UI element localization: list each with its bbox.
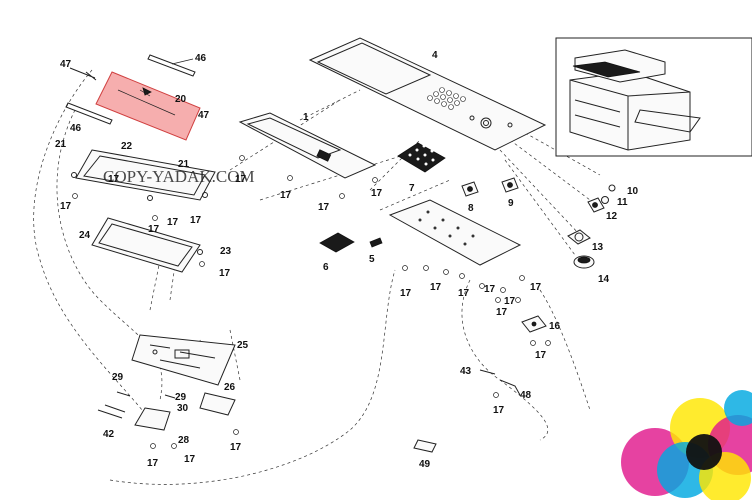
callout-8: 8 (468, 203, 474, 214)
part-25-circuit-board (131, 334, 236, 386)
callout-17: 17 (430, 282, 442, 293)
part-13-speaker-bracket (567, 229, 591, 245)
callout-29-top: 29 (112, 372, 124, 383)
assembly-guide-lines (33, 69, 601, 485)
callout-7: 7 (409, 183, 415, 194)
callout-16: 16 (549, 321, 561, 332)
callout-labels: 1 4 5 6 7 8 9 10 11 12 13 14 16 20 21 21… (55, 50, 639, 470)
callout-29-right: 29 (175, 392, 187, 403)
part-9-button (501, 177, 519, 193)
part-14-speaker (573, 255, 595, 269)
callout-47-top: 47 (60, 59, 72, 70)
part-42-strip (97, 404, 126, 419)
callout-17: 17 (535, 350, 547, 361)
callout-26: 26 (224, 382, 236, 393)
callout-46-bottom: 46 (70, 123, 82, 134)
part-43-clip (479, 369, 496, 375)
part-16-bracket (521, 315, 547, 333)
callout-17: 17 (530, 282, 542, 293)
callout-23: 23 (220, 246, 232, 257)
part-26-bracket (199, 392, 236, 416)
callout-17: 17 (60, 201, 72, 212)
callout-17: 17 (400, 288, 412, 299)
part-1-display-panel (238, 112, 377, 179)
callout-42: 42 (103, 429, 115, 440)
part-47-strip (69, 67, 97, 81)
part-46-strip-bottom (65, 102, 113, 125)
callout-47-right: 47 (198, 110, 210, 121)
callout-17: 17 (167, 217, 179, 228)
callout-17: 17 (147, 458, 159, 469)
callout-12: 12 (606, 211, 618, 222)
callout-9: 9 (508, 198, 514, 209)
callout-17: 17 (190, 215, 202, 226)
part-7-keypad (397, 142, 446, 173)
screw-symbols (72, 155, 551, 449)
callout-13: 13 (592, 242, 604, 253)
part-49-connector (413, 439, 437, 453)
part-5-small-key (369, 237, 383, 248)
part-48-harness (499, 379, 521, 396)
printer-machine-thumbnail-icon (555, 37, 752, 157)
callout-30: 30 (177, 403, 189, 414)
callout-17: 17 (458, 288, 470, 299)
callout-43: 43 (460, 366, 472, 377)
callout-17: 17 (108, 174, 120, 185)
callout-21-left: 21 (55, 139, 67, 150)
callout-11: 11 (617, 197, 628, 208)
callout-17: 17 (496, 307, 508, 318)
callout-49: 49 (419, 459, 431, 470)
callout-17: 17 (230, 442, 242, 453)
callout-10: 10 (627, 186, 639, 197)
control-pwb-board (388, 199, 522, 266)
part-23-lcd-unit (91, 217, 203, 273)
callout-17: 17 (184, 454, 196, 465)
callout-17: 17 (504, 296, 516, 307)
callout-14: 14 (598, 274, 610, 285)
part-6-button-set (319, 232, 355, 253)
black-circle (686, 434, 722, 470)
part-4-operation-panel-cover (308, 37, 547, 151)
part-46-strip-top (147, 54, 196, 77)
callout-5: 5 (369, 254, 375, 265)
part-30-bracket (134, 407, 171, 431)
callout-17: 17 (493, 405, 505, 416)
part-29-clips (116, 391, 176, 399)
callout-1: 1 (303, 112, 309, 123)
part-12-switch (587, 197, 605, 213)
callout-4: 4 (432, 50, 438, 61)
callout-17: 17 (235, 174, 247, 185)
callout-48: 48 (520, 390, 532, 401)
callout-17: 17 (148, 224, 160, 235)
part-22-frame (71, 149, 216, 201)
part-20-highlighted-glass (95, 71, 201, 141)
callout-17: 17 (219, 268, 231, 279)
callout-24: 24 (79, 230, 91, 241)
callout-17: 17 (280, 190, 292, 201)
callout-6: 6 (323, 262, 329, 273)
part-11-knob (601, 196, 609, 204)
callout-22: 22 (121, 141, 133, 152)
callout-17: 17 (484, 284, 496, 295)
callout-17: 17 (318, 202, 330, 213)
callout-25: 25 (237, 340, 249, 351)
callout-17: 17 (371, 188, 383, 199)
callout-21-right: 21 (178, 159, 190, 170)
cmyk-circles-logo (621, 390, 752, 500)
callout-46-top: 46 (195, 53, 207, 64)
part-8-button (461, 181, 479, 197)
watermark-text: COPY-YADAK.COM (103, 167, 255, 186)
callout-20: 20 (175, 94, 187, 105)
cyan-circle (724, 390, 752, 426)
callout-28: 28 (178, 435, 190, 446)
part-10-screw (608, 184, 616, 192)
